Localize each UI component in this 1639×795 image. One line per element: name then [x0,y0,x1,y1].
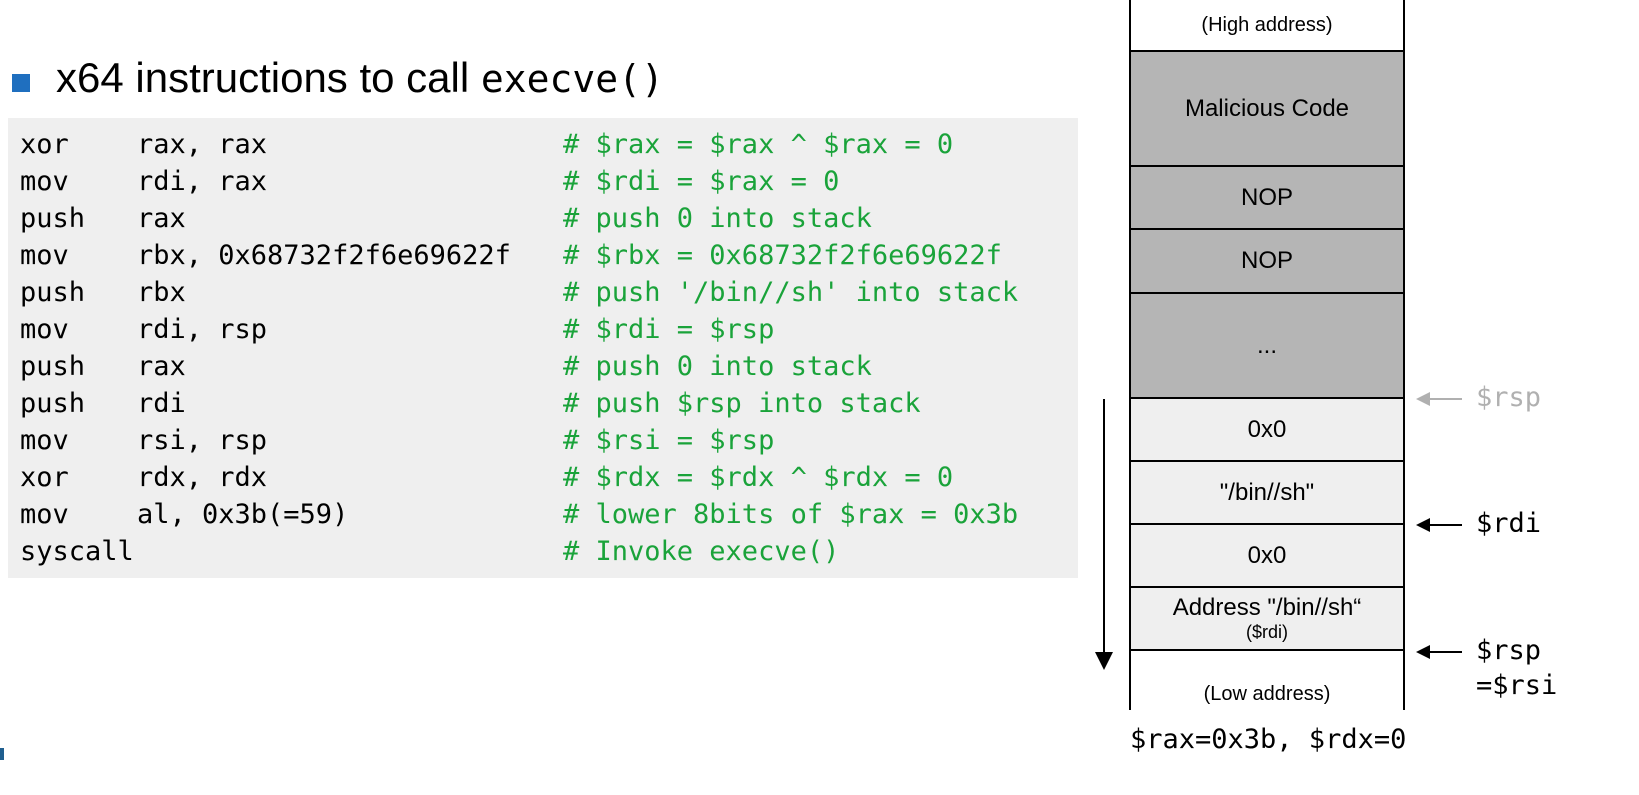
high-address-label: (High address) [1201,13,1333,36]
title-code: execve() [480,57,664,101]
instruction-mnemonic: xor [20,129,69,160]
code-comment: # push '/bin//sh' into stack [563,277,1019,308]
instruction-mnemonic: mov [20,166,69,197]
instruction-mnemonic: mov [20,314,69,345]
code-comment: # Invoke execve() [563,536,840,567]
rdi-label: $rdi [1476,508,1542,539]
dots-label: ... [1256,331,1277,359]
arrow-left-icon [1416,644,1462,659]
instruction-operands: rdi, rax [137,166,268,197]
low-address-label: (Low address) [1203,683,1331,705]
nop-label: NOP [1240,183,1293,211]
instruction-operands: rdi [137,388,186,419]
instruction-operands: rbx, 0x68732f2f6e69622f [137,240,511,271]
arrow-left-icon [1416,391,1462,406]
code-comment: # $rdx = $rdx ^ $rdx = 0 [563,462,954,493]
growth-arrow [1103,399,1105,654]
code-comment: # $rax = $rax ^ $rax = 0 [563,129,954,160]
instruction-mnemonic: mov [20,240,69,271]
code-comment: # push 0 into stack [563,351,872,382]
rsi-label: =$rsi [1476,670,1558,701]
stack-zero-1: 0x0 [1129,399,1405,462]
bullet-icon [12,74,30,92]
instruction-operands: rax, rax [137,129,268,160]
rsp-label: $rsp [1476,635,1542,666]
code-comment: # $rdi = $rax = 0 [563,166,840,197]
stack-nop-1: NOP [1129,167,1405,230]
instruction-mnemonic: xor [20,462,69,493]
instruction-mnemonic: push [20,203,86,234]
zero-label: 0x0 [1247,415,1287,443]
instruction-operands: rdi, rsp [137,314,268,345]
instruction-mnemonic: mov [20,425,69,456]
zero-label: 0x0 [1247,541,1287,569]
growth-arrow-head [1095,652,1113,670]
binsh-label: "/bin//sh" [1219,478,1315,506]
logo-fragment [0,748,4,760]
title-text: x64 instructions to call [56,54,481,101]
stack-address-binsh: Address "/bin//sh“($rdi) [1129,588,1405,651]
code-comment: # $rsi = $rsp [563,425,775,456]
instruction-operands: rbx [137,277,186,308]
instruction-operands: rsi, rsp [137,425,268,456]
old-rsp-pointer: $rsp [1416,382,1542,413]
nop-label: NOP [1240,247,1293,274]
stack-high-address: (High address) [1129,0,1405,52]
rdi-pointer: $rdi [1416,508,1542,539]
malicious-code-label: Malicious Code [1184,94,1350,122]
address-label: Address "/bin//sh“ [1172,594,1362,621]
code-comment: # lower 8bits of $rax = 0x3b [563,499,1019,530]
instruction-mnemonic: push [20,351,86,382]
instruction-mnemonic: syscall [20,536,134,567]
instruction-operands: rax [137,203,186,234]
instruction-mnemonic: push [20,277,86,308]
code-block: xor rax, rax # $rax = $rax ^ $rax = 0 mov rd… [8,118,1078,578]
instruction-mnemonic: mov [20,499,69,530]
instruction-operands: rdx, rdx [137,462,268,493]
arrow-left-icon [1416,517,1462,532]
stack-zero-2: 0x0 [1129,525,1405,588]
stack-malicious-code: Malicious Code [1129,52,1405,167]
code-comment: # $rdi = $rsp [563,314,775,345]
code-comment: # push $rsp into stack [563,388,921,419]
instruction-mnemonic: push [20,388,86,419]
instruction-operands: al, 0x3b(=59) [137,499,349,530]
rsp-pointer: $rsp [1416,635,1542,666]
code-comment: # push 0 into stack [563,203,872,234]
code-comment: # $rbx = 0x68732f2f6e69622f [563,240,1002,271]
stack-binsh: "/bin//sh" [1129,462,1405,525]
old-rsp-label: $rsp [1476,382,1542,413]
instruction-operands: rax [137,351,186,382]
slide-title: x64 instructions to call execve() [56,54,664,102]
register-values: $rax=0x3b, $rdx=0 [1130,724,1407,755]
rsi-pointer: =$rsi [1476,671,1557,701]
address-sub-label: ($rdi) [1245,622,1288,642]
stack-dots: ... [1129,294,1405,399]
stack-low-address: (Low address) [1129,651,1405,710]
stack-nop-2: NOP [1129,230,1405,294]
